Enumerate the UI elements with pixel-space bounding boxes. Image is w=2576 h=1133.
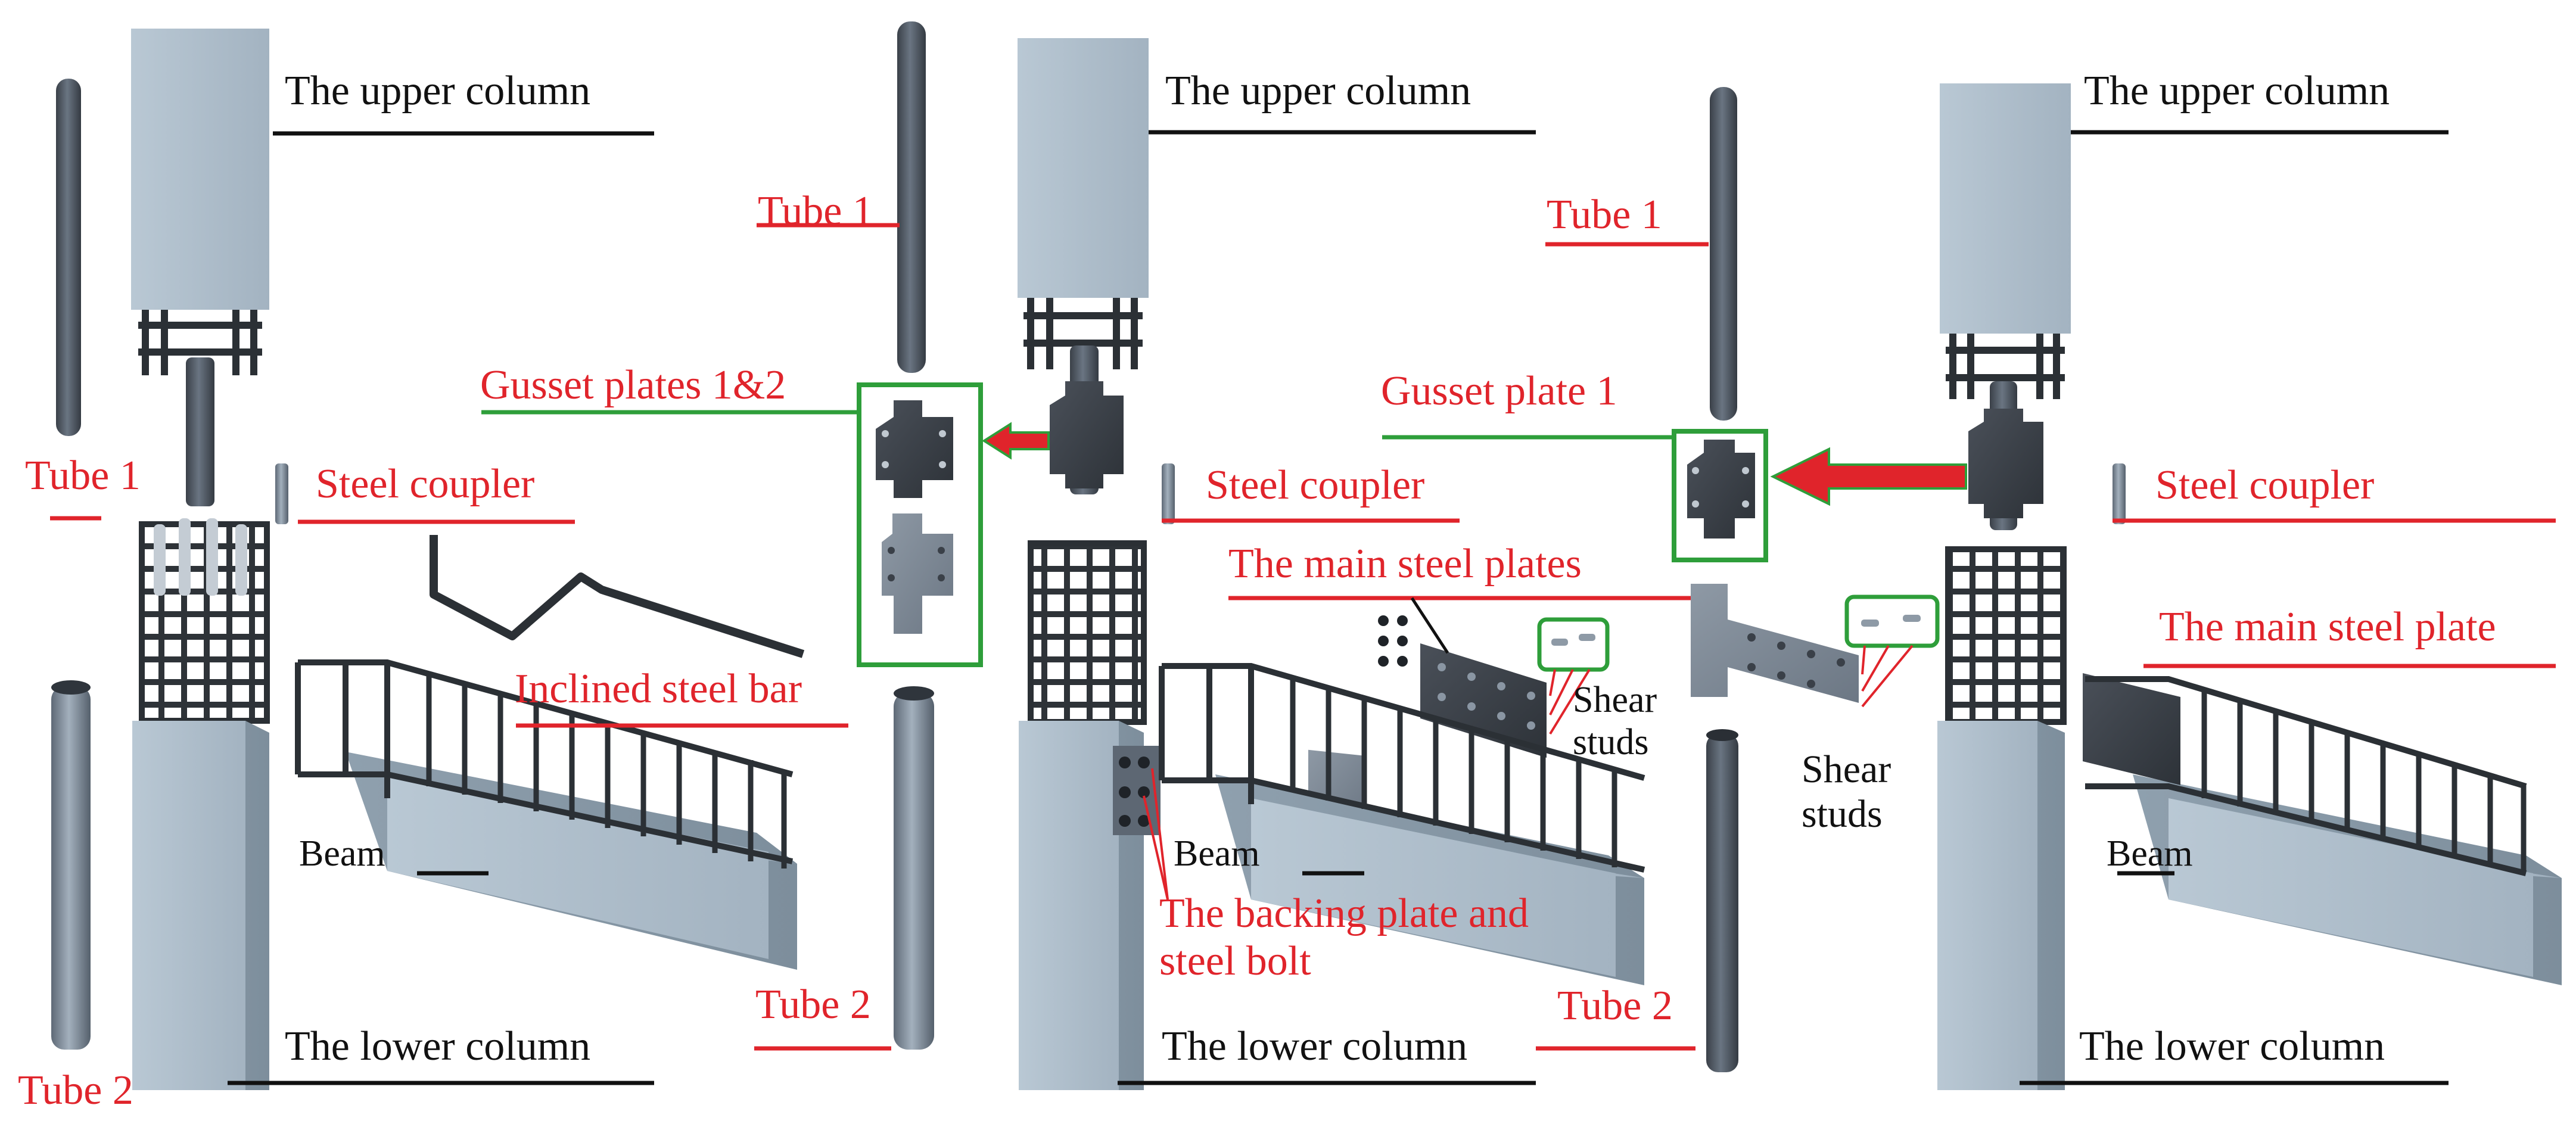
panel-1-graphics bbox=[50, 29, 848, 1090]
tube-2-icon bbox=[894, 692, 934, 1050]
label-upper-column-2: The upper column bbox=[1165, 68, 1471, 114]
label-tube-2-p1: Tube 2 bbox=[18, 1067, 133, 1113]
main-steel-plate-icon bbox=[2083, 673, 2180, 785]
label-beam-1: Beam bbox=[299, 833, 385, 874]
steel-coupler-icon bbox=[275, 463, 288, 524]
red-arrow-icon bbox=[982, 422, 1050, 460]
gusset-plate-1-icon bbox=[1687, 440, 1755, 539]
label-steel-coupler-1: Steel coupler bbox=[316, 461, 535, 507]
backing-plate-icon bbox=[1113, 746, 1161, 835]
label-lower-column-1: The lower column bbox=[285, 1023, 591, 1069]
gusset-plate-1-icon bbox=[876, 400, 953, 498]
label-tube-2-p2: Tube 2 bbox=[755, 982, 871, 1028]
steel-coupler-icon bbox=[2113, 463, 2126, 524]
tube-1-icon bbox=[897, 21, 926, 373]
tube-1-icon bbox=[56, 79, 81, 436]
steel-coupler-icon bbox=[1162, 463, 1175, 524]
tube-2b-icon bbox=[1706, 734, 1738, 1072]
upper-column-icon bbox=[131, 29, 269, 310]
rebar-cage-icon bbox=[1028, 540, 1147, 725]
shear-stud-box bbox=[1537, 617, 1610, 672]
beam-icon bbox=[295, 659, 797, 970]
red-arrow-icon bbox=[1770, 447, 1967, 506]
rebar-cage-icon bbox=[1945, 546, 2067, 725]
label-steel-coupler-3: Steel coupler bbox=[2155, 462, 2375, 508]
shear-stud-box bbox=[1844, 594, 1940, 648]
label-main-steel-plates: The main steel plates bbox=[1228, 541, 1582, 587]
label-lower-column-3: The lower column bbox=[2079, 1023, 2385, 1069]
joint-gusset-icon bbox=[1050, 381, 1124, 488]
label-upper-column-3: The upper column bbox=[2084, 68, 2390, 114]
panel-3-graphics bbox=[1382, 83, 2562, 1090]
gusset-box bbox=[857, 382, 983, 667]
beam-icon bbox=[1159, 663, 1645, 985]
label-gusset-plate-1: Gusset plate 1 bbox=[1381, 368, 1617, 414]
tube-1-icon bbox=[1710, 87, 1737, 421]
label-inclined-steel-bar: Inclined steel bar bbox=[515, 666, 802, 712]
rebar-cage-icon bbox=[139, 518, 270, 724]
lower-column-icon bbox=[1019, 721, 1119, 1090]
beam-icon bbox=[2083, 673, 2562, 985]
label-beam-2: Beam bbox=[1174, 833, 1260, 874]
label-tube-1-p2: Tube 1 bbox=[758, 188, 873, 234]
label-gusset-plates-1-2: Gusset plates 1&2 bbox=[480, 362, 786, 408]
main-steel-plate-icon bbox=[1420, 643, 1547, 758]
label-shear-studs-1: Shear studs bbox=[1573, 680, 1657, 762]
embedded-tube-icon bbox=[186, 357, 214, 506]
label-tube-2-p3: Tube 2 bbox=[1557, 983, 1673, 1029]
label-tube-1-p3: Tube 1 bbox=[1547, 192, 1662, 238]
label-upper-column-1: The upper column bbox=[285, 68, 591, 114]
shear-stud-icon bbox=[1551, 634, 1595, 646]
panel-2-graphics bbox=[481, 21, 1738, 1090]
label-lower-column-2: The lower column bbox=[1162, 1023, 1468, 1069]
label-steel-coupler-2: Steel coupler bbox=[1206, 462, 1425, 508]
gusset-box bbox=[1672, 429, 1768, 562]
tube-2-icon bbox=[51, 686, 91, 1050]
joint-gusset-icon bbox=[1968, 409, 2043, 518]
label-shear-studs-2: Shear studs bbox=[1802, 748, 1891, 836]
lower-column-icon bbox=[1937, 721, 2037, 1090]
label-tube-1-p1: Tube 1 bbox=[25, 453, 141, 499]
inclined-steel-bar-icon bbox=[430, 535, 805, 658]
gusset-plate-2-icon bbox=[882, 513, 953, 634]
upper-column-icon bbox=[1940, 83, 2071, 334]
label-backing-plate-bolt: The backing plate and steel bolt bbox=[1159, 891, 1529, 984]
upper-column-icon bbox=[1018, 38, 1149, 298]
label-main-steel-plate: The main steel plate bbox=[2159, 604, 2496, 650]
lower-column-icon bbox=[132, 721, 245, 1090]
rebar-stub-upper-icon bbox=[138, 310, 262, 375]
label-beam-3: Beam bbox=[2107, 833, 2193, 874]
shear-stud-icon bbox=[1861, 615, 1921, 627]
gusset-lower-icon bbox=[1691, 584, 1859, 703]
